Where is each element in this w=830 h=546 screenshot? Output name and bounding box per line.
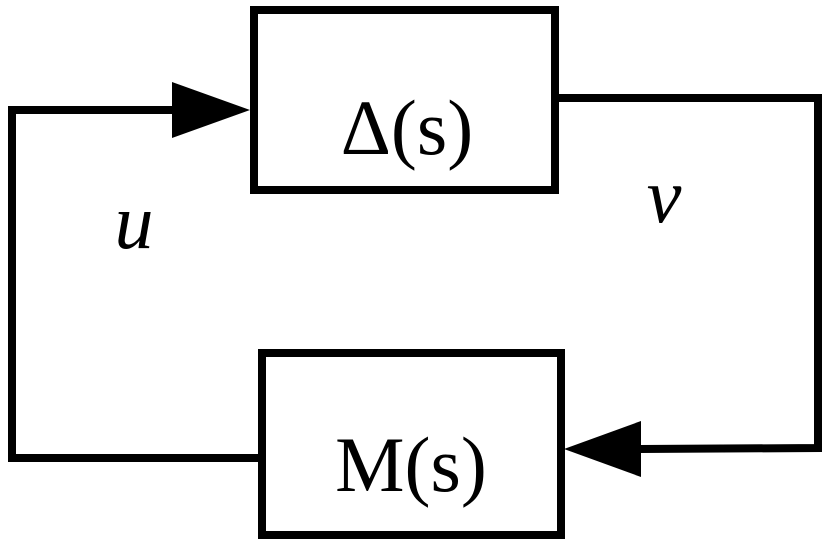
delta-block-label: Δ(s) — [340, 84, 474, 171]
m-block-label: M(s) — [335, 421, 487, 508]
signal-v-arrowhead — [564, 421, 641, 477]
signal-u-arrowhead — [172, 82, 250, 138]
signal-u-label: u — [114, 178, 154, 265]
signal-u-wire — [8, 106, 262, 462]
signal-v-wire — [555, 94, 822, 453]
m-block — [258, 349, 565, 539]
signal-v-label: v — [646, 152, 682, 239]
